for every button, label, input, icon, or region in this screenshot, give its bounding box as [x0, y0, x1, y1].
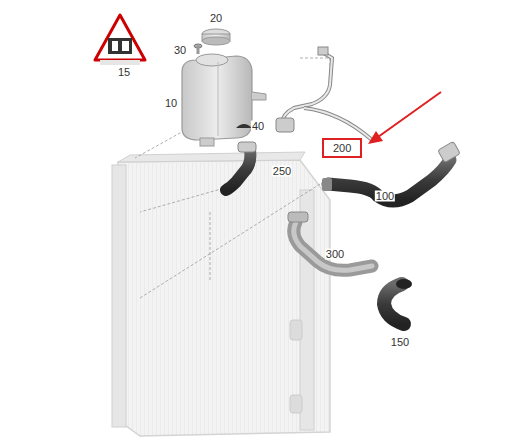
radiator: [112, 152, 330, 436]
highlight-box: 200: [322, 138, 362, 158]
callout-number: 15: [117, 67, 131, 78]
hose: [384, 279, 412, 324]
hose: [226, 150, 250, 190]
filler-cap: [202, 29, 230, 45]
callout-number: 250: [272, 166, 292, 177]
pointer-arrow: [368, 92, 441, 144]
callout-number: 100: [375, 191, 395, 202]
hose: [322, 141, 460, 201]
callout-number: 150: [390, 337, 410, 348]
expansion-tank: [182, 54, 266, 146]
callout-number: 200: [333, 143, 360, 154]
callout-number: 300: [325, 249, 345, 260]
callout-number: 20: [209, 13, 223, 24]
screw: [194, 44, 202, 54]
callout-number: 10: [164, 98, 178, 109]
grommet: [236, 124, 252, 128]
warning-sticker: [95, 15, 145, 65]
hose: [288, 212, 372, 270]
callout-number: 30: [173, 45, 187, 56]
hose-fitting: [238, 142, 256, 152]
vent-hose: [276, 47, 372, 140]
callout-number: 40: [251, 121, 265, 132]
